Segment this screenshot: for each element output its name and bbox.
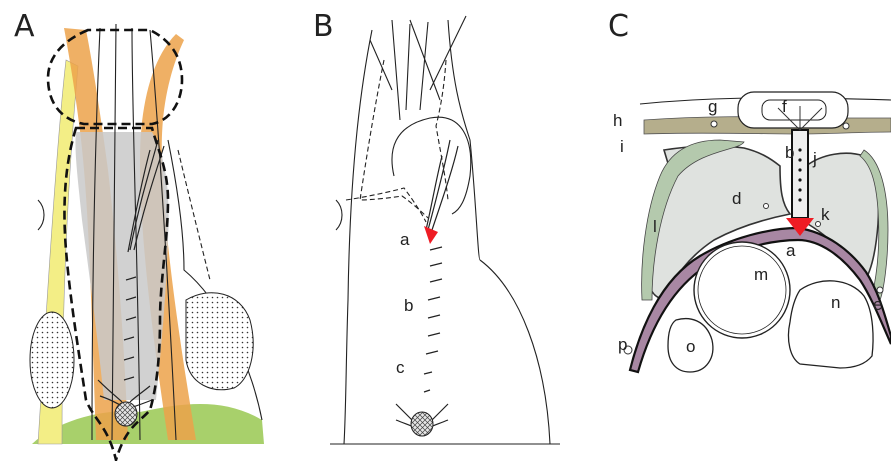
panel-a-hatched-node <box>115 402 137 426</box>
panel-c-label-g: g <box>708 97 717 116</box>
panel-c-label-d: d <box>732 189 741 208</box>
grey-region <box>75 132 168 400</box>
left-dotted-area <box>30 312 74 408</box>
panel-c-label-p: p <box>618 335 627 354</box>
panel-c-label-k: k <box>821 205 830 224</box>
panel-c-letter: C <box>608 9 629 44</box>
panel-b-outline <box>330 20 560 444</box>
panel-b-label-c: c <box>396 358 405 377</box>
panel-b-left-mark <box>336 200 342 230</box>
right-dotted-area <box>186 293 253 390</box>
panel-c-label-j: j <box>812 149 817 168</box>
m-structure <box>694 242 790 338</box>
panel-b-top-branches <box>370 16 466 120</box>
panel-b-red-marker <box>424 226 438 244</box>
panel-a: A <box>14 9 264 460</box>
panel-c-label-n: n <box>831 293 840 312</box>
panel-a-letter: A <box>14 9 35 44</box>
panel-b-dashed-left <box>360 60 428 218</box>
panel-b-hatched-node <box>411 412 433 436</box>
right-bone-lamella <box>806 153 878 282</box>
panel-b-label-b: b <box>404 296 413 315</box>
green-region <box>32 404 264 444</box>
f-inner <box>762 100 826 120</box>
panel-c-label-e: e <box>873 295 882 314</box>
panel-b-letter: B <box>313 9 334 44</box>
panel-c: C <box>608 9 891 372</box>
panel-a-left-mark <box>38 200 44 230</box>
panel-c-label-m: m <box>754 265 768 284</box>
panel-c-label-a: a <box>786 241 796 260</box>
panel-b-dashed-right <box>436 60 448 200</box>
panel-b-oval-contour <box>392 117 471 214</box>
panel-c-label-i: i <box>620 137 624 156</box>
panel-b-label-a: a <box>400 230 410 249</box>
panel-c-label-f: f <box>782 97 787 116</box>
panel-c-label-o: o <box>686 337 695 356</box>
panel-c-label-b: b <box>785 143 794 162</box>
panel-b: B a b c <box>313 9 560 444</box>
panel-c-label-h: h <box>613 111 622 130</box>
panel-b-dashed-lower <box>346 188 426 222</box>
panel-b-fibres <box>396 140 458 428</box>
panel-c-label-l: l <box>653 217 657 236</box>
panel-a-dashed-line <box>178 150 210 280</box>
